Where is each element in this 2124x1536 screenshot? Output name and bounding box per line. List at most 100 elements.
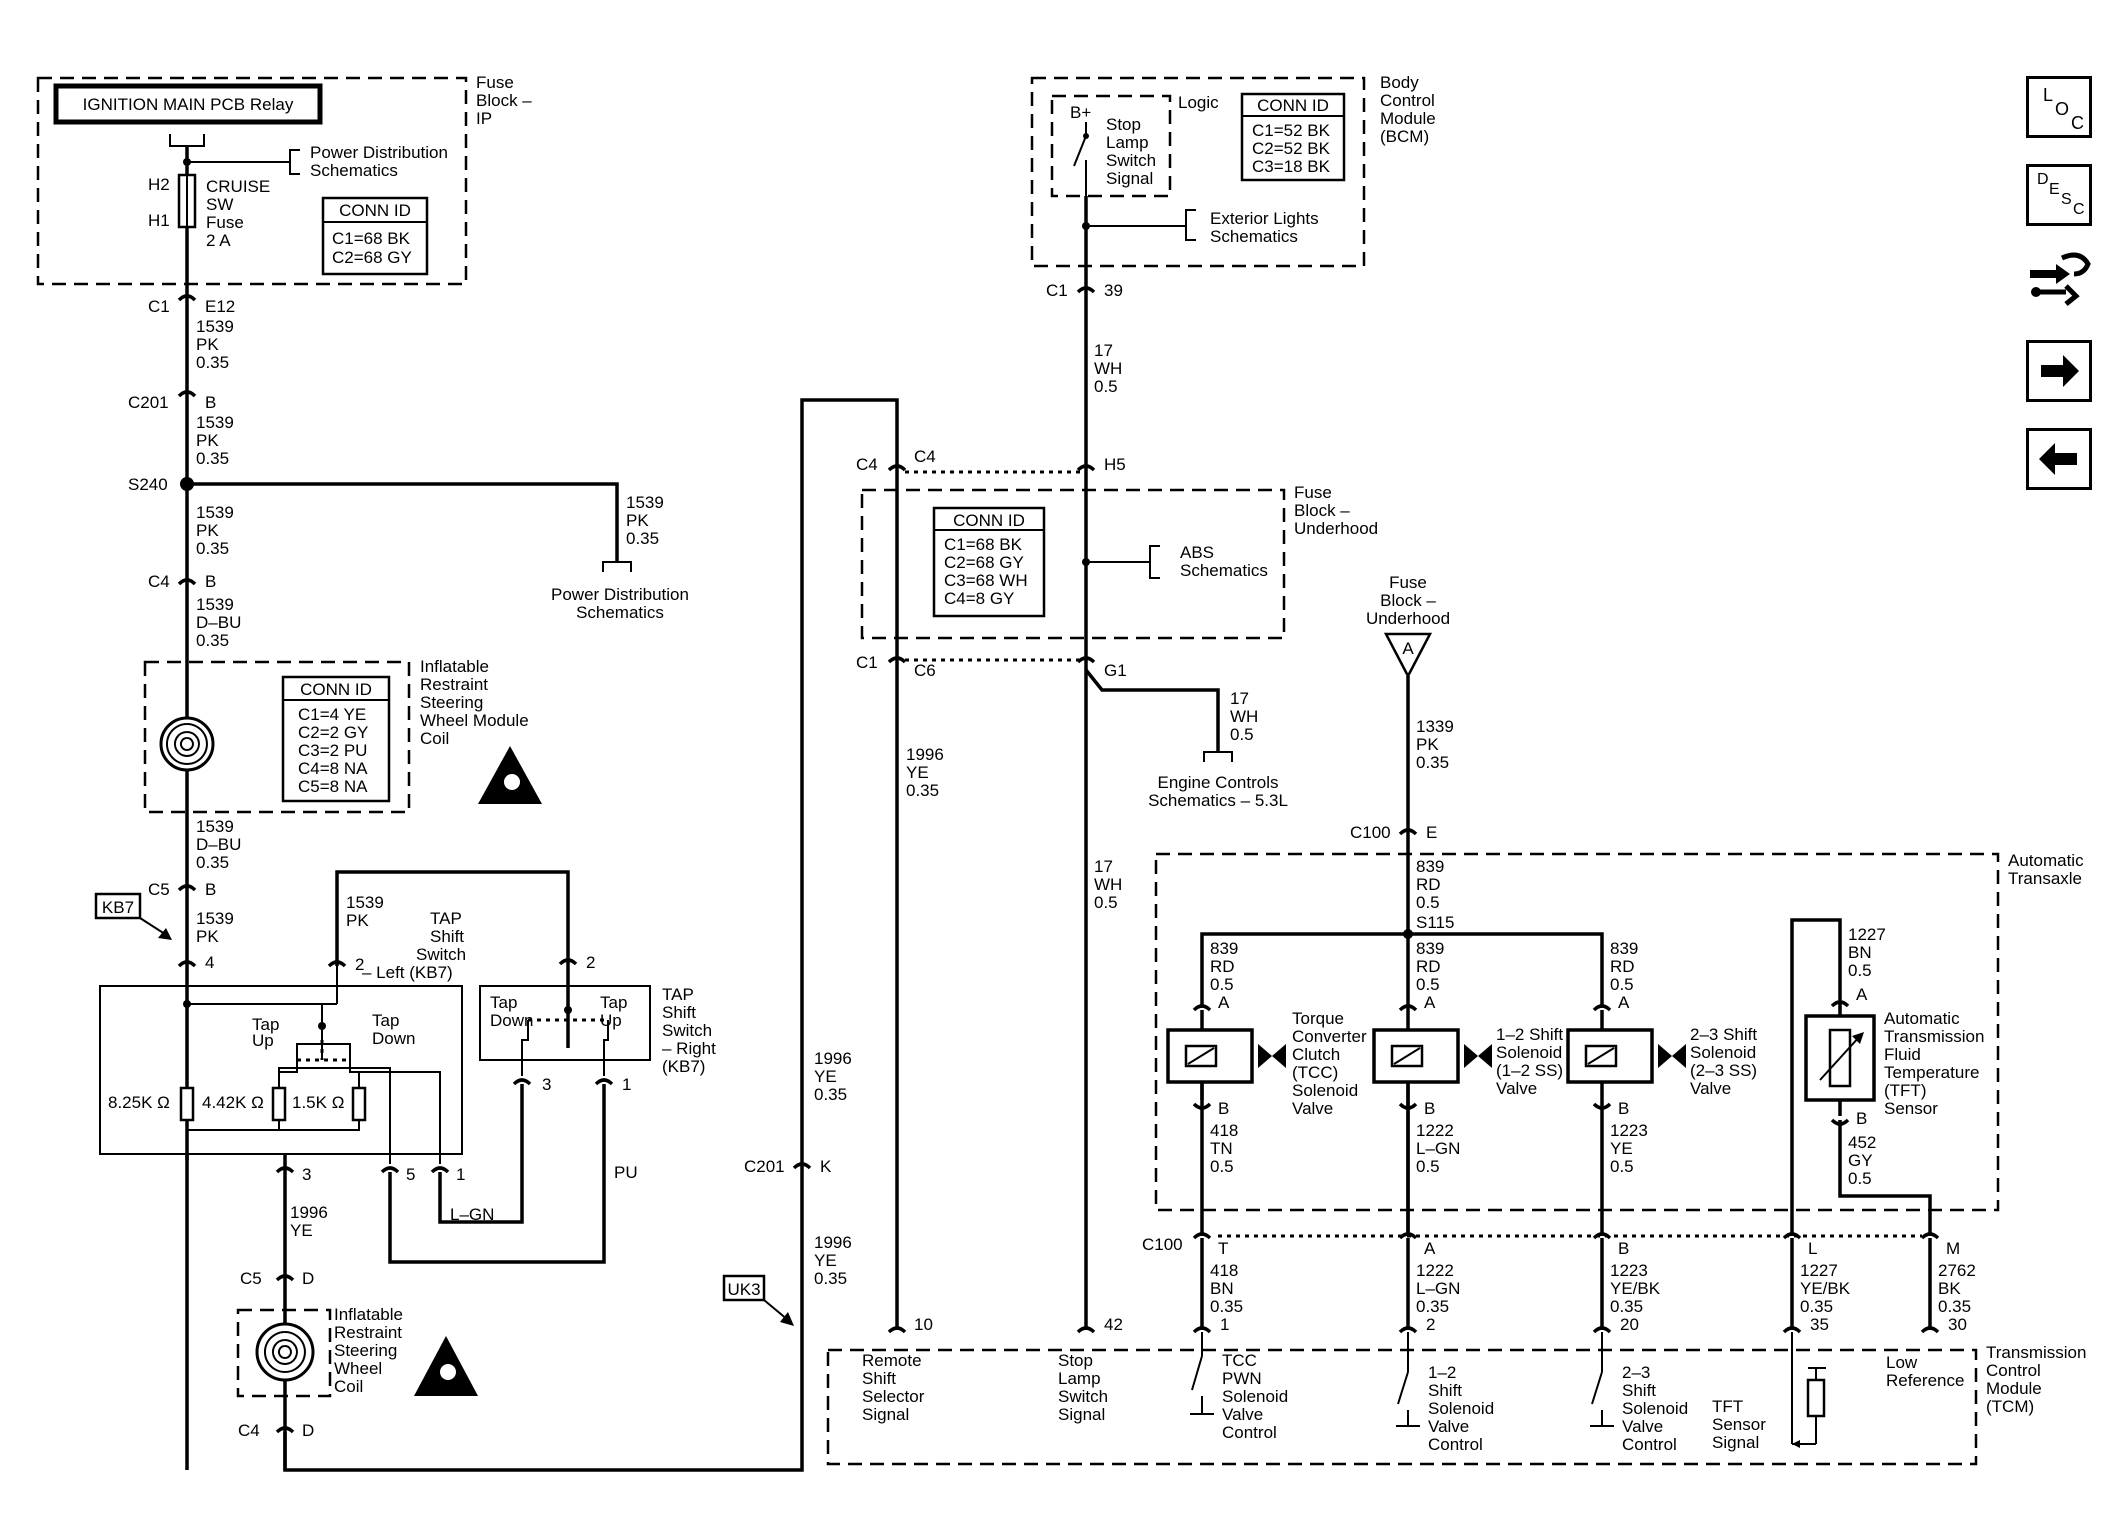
sol-name: Torque — [1292, 1009, 1344, 1028]
conn-id-coil-r4: C4=8 NA — [298, 759, 368, 778]
tap-right-l5: (KB7) — [662, 1057, 705, 1076]
wire-color: PK — [626, 511, 649, 530]
wire-size: 0.5 — [1416, 1157, 1440, 1176]
shift-signal-return-wire — [283, 398, 899, 1472]
tcm-output-label: Valve — [1428, 1417, 1469, 1436]
stop-lamp-s1: Stop — [1106, 115, 1141, 134]
location-view-button[interactable]: L O C — [2026, 76, 2092, 138]
description-view-button[interactable]: D E S C — [2026, 164, 2092, 226]
wire-number: 1222 — [1416, 1261, 1454, 1280]
wire-number: 1539 — [196, 909, 234, 928]
fuse-uh-l2: Block – — [1294, 501, 1350, 520]
pin-label: T — [1218, 1239, 1228, 1258]
bcm-logic-label: Logic — [1178, 93, 1219, 112]
stop-lamp-s2: Lamp — [1106, 133, 1149, 152]
wire-number: 17 — [1094, 857, 1113, 876]
sol-name: Solenoid — [1690, 1043, 1756, 1062]
solenoid-feed-bus — [1200, 932, 1604, 1006]
previous-page-button[interactable] — [2026, 428, 2092, 490]
pin-label: 2 — [355, 955, 364, 974]
splice-dot — [318, 1022, 326, 1030]
fuse-block-ip-boundary — [36, 76, 468, 286]
connector-pin-4: 4 — [177, 953, 214, 972]
terminal-a-label: A — [1402, 639, 1414, 658]
abs-l2: Schematics — [1180, 561, 1268, 580]
tap-down-label-2: Down — [372, 1029, 415, 1048]
cruise-fuse-l2: SW — [206, 195, 233, 214]
wire-size: 0.5 — [1848, 961, 1872, 980]
tcc-solenoid: 839 RD 0.5 A B Torque Converter Clutch (… — [1166, 939, 1367, 1176]
stop-lamp-s4: Signal — [1106, 169, 1153, 188]
pin-label: 4 — [205, 953, 214, 972]
wire-size: 0.5 — [1416, 975, 1440, 994]
pullup-resistor — [1806, 1378, 1826, 1418]
pwr-dist-2-l2: Schematics — [576, 603, 664, 622]
wire-number: 2762 — [1938, 1261, 1976, 1280]
tft-name: Sensor — [1884, 1099, 1938, 1118]
tcm-input-label: Signal — [1712, 1433, 1759, 1452]
pin-label: E12 — [205, 297, 235, 316]
wire-color: RD — [1610, 957, 1635, 976]
fuse-uh-a-l2: Block – — [1380, 591, 1436, 610]
tap-shift-switch-left-box — [99, 985, 463, 1155]
tcm-output-label: TCC — [1222, 1351, 1257, 1370]
tap-left-l4: – Left (KB7) — [362, 963, 453, 982]
c100-label: C100 — [1142, 1235, 1183, 1254]
tcm-output-label: Control — [1222, 1423, 1277, 1442]
connector-c4-d: C4 D — [238, 1421, 314, 1440]
wire-color: BN — [1210, 1279, 1234, 1298]
sol-name: Valve — [1496, 1079, 1537, 1098]
coil-lower-l1: Inflatable — [334, 1305, 403, 1324]
tcm-input-label: Selector — [862, 1387, 925, 1406]
coil-module-boundary — [143, 660, 411, 814]
tools-icon[interactable] — [2026, 244, 2092, 310]
wire-color: BK — [1938, 1279, 1961, 1298]
desc-letter-c: C — [2073, 201, 2085, 218]
wire-color: RD — [1416, 957, 1441, 976]
resistor-network-wire — [359, 1071, 441, 1164]
pin-label: B — [1618, 1239, 1629, 1258]
bplus-label: B+ — [1070, 103, 1091, 122]
relay-box — [53, 83, 323, 125]
wire-color: PK — [196, 521, 219, 540]
tap-left-l3: Switch — [416, 945, 466, 964]
sol-name: 1–2 Shift — [1496, 1025, 1563, 1044]
connector-pin-1-right: 1 — [594, 1075, 631, 1094]
pin-label: 1 — [622, 1075, 631, 1094]
wire-number: 1539 — [196, 503, 234, 522]
automatic-transaxle-boundary — [1154, 852, 2000, 1212]
pin-label: A — [1424, 1239, 1436, 1258]
resistor-network-wire — [278, 1067, 391, 1164]
fuse-block-ip-label-3: IP — [476, 109, 492, 128]
wire-size: 0.5 — [1210, 1157, 1234, 1176]
wire-size: 0.35 — [1800, 1297, 1833, 1316]
pin-label: B — [1856, 1109, 1867, 1128]
ext-lights-l1: Exterior Lights — [1210, 209, 1319, 228]
conn-label: C1 — [1046, 281, 1068, 300]
conn-id-bcm-r3: C3=18 BK — [1252, 157, 1331, 176]
pin-label: B — [205, 880, 216, 899]
wire-size: 0.5 — [1230, 725, 1254, 744]
wire-color: L–GN — [1416, 1279, 1460, 1298]
resistor-network-wire — [187, 1120, 280, 1131]
pwr-dist-bracket-1 — [289, 149, 300, 175]
tcm-input-label: Low — [1886, 1353, 1918, 1372]
wire-size: 0.35 — [196, 449, 229, 468]
pin-label: 10 — [914, 1315, 933, 1334]
pin-label: 35 — [1810, 1315, 1829, 1334]
pin-label: 30 — [1948, 1315, 1967, 1334]
fuse-h2: H2 — [148, 175, 170, 194]
tcm-output-label: Shift — [1622, 1381, 1656, 1400]
resistor-1-label: 8.25K Ω — [108, 1093, 170, 1112]
pin-label: K — [820, 1157, 832, 1176]
pin-label: 1 — [1220, 1315, 1229, 1334]
next-page-button[interactable] — [2026, 340, 2092, 402]
tap-right-lead — [603, 1020, 609, 1076]
resistor-network-wire — [279, 1120, 360, 1131]
resistor-1-5k — [351, 1086, 367, 1122]
fuse-uh-l3: Underhood — [1294, 519, 1378, 538]
resistor-3-label: 1.5K Ω — [292, 1093, 344, 1112]
wire-number: 1539 — [196, 595, 234, 614]
bcm-l4: (BCM) — [1380, 127, 1429, 146]
driver-switch — [1397, 1371, 1409, 1405]
